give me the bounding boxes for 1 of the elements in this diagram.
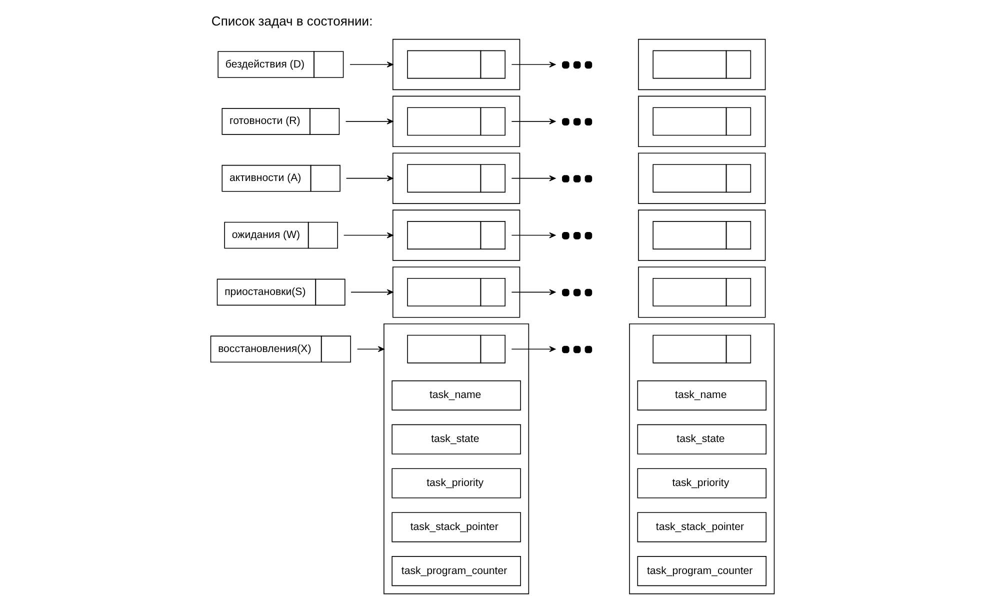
diagram-title: Список задач в состоянии: [210,13,372,28]
